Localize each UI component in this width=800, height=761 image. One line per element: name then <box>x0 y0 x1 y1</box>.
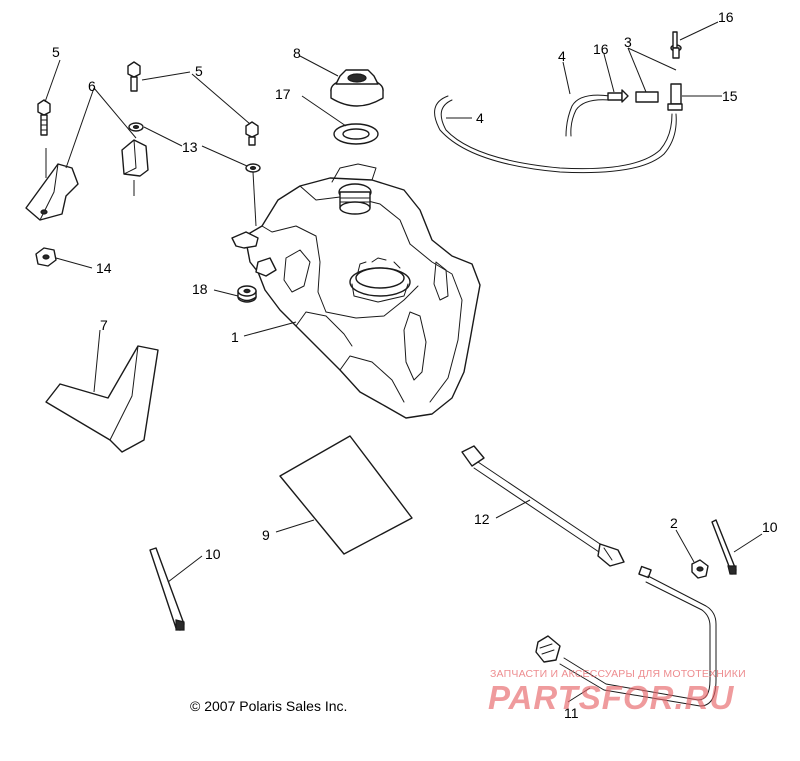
callout-18: 18 <box>192 281 208 297</box>
washer-lower <box>245 163 261 173</box>
callout-1: 1 <box>231 329 239 345</box>
vent-connector-tube <box>635 91 659 103</box>
bolt-upper <box>127 61 141 92</box>
callout-10-left: 10 <box>205 546 221 562</box>
callout-11: 11 <box>564 705 579 721</box>
fuel-line-12 <box>461 445 625 567</box>
vent-tee-fitting <box>667 83 683 111</box>
watermark-logo: PARTSFOR.RU <box>488 679 735 716</box>
callout-3: 3 <box>624 34 632 50</box>
callout-16-right: 16 <box>718 9 734 25</box>
callout-5-left: 5 <box>52 44 60 60</box>
callout-17: 17 <box>275 86 291 102</box>
callout-5-right: 5 <box>195 63 203 79</box>
callout-16-left: 16 <box>593 41 609 57</box>
callout-4-right: 4 <box>476 110 484 126</box>
cable-tie-right <box>711 519 737 575</box>
vent-hose <box>434 94 677 174</box>
callout-13: 13 <box>182 139 198 155</box>
bracket-right <box>121 139 149 177</box>
callout-6: 6 <box>88 78 96 94</box>
callout-12: 12 <box>474 511 490 527</box>
callout-14: 14 <box>96 260 112 276</box>
tank-pad <box>279 435 413 555</box>
heat-shield-pad <box>45 345 159 453</box>
fuel-cap <box>330 69 384 107</box>
hose-clamp <box>691 559 709 579</box>
watermark-tagline: ЗАПЧАСТИ И АКСЕССУАРЫ ДЛЯ МОТОТЕХНИКИ <box>490 668 746 680</box>
fuel-line-11 <box>535 565 717 707</box>
bolt-right <box>245 121 259 146</box>
hex-nut <box>35 247 57 267</box>
vent-check-valve-lower <box>607 89 629 103</box>
copyright-notice: © 2007 Polaris Sales Inc. <box>190 698 348 714</box>
callout-labels: 5 6 5 13 14 7 18 1 8 17 4 4 3 16 16 15 9… <box>52 9 778 721</box>
fuel-tank <box>231 163 481 419</box>
callout-4-top: 4 <box>558 48 566 64</box>
callout-10-right: 10 <box>762 519 778 535</box>
callout-2: 2 <box>670 515 678 531</box>
cap-gasket <box>333 123 379 145</box>
spacer <box>237 285 257 303</box>
leader-lines <box>44 21 763 703</box>
cable-tie-left <box>149 547 185 631</box>
washer-upper <box>128 122 144 132</box>
callout-9: 9 <box>262 527 270 543</box>
bolt-left <box>37 99 51 136</box>
vent-check-valve-upper <box>670 31 682 59</box>
callout-8: 8 <box>293 45 301 61</box>
bracket-left <box>25 163 79 221</box>
callout-15: 15 <box>722 88 738 104</box>
callout-7: 7 <box>100 317 108 333</box>
